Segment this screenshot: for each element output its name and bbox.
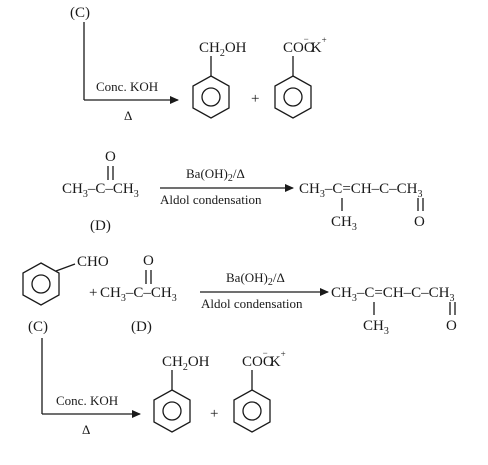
- coo-text: COO: [283, 40, 315, 56]
- c-ch-text: –C–CH: [87, 181, 134, 197]
- svg-text:CH2OH: CH2OH: [162, 354, 210, 373]
- benzyl-alcohol: CH2OH: [192, 40, 247, 119]
- reagent-aldol: Aldol condensation: [160, 192, 262, 207]
- reagent-conc-koh: Conc. KOH: [56, 393, 118, 408]
- ch3-subscript: 3: [121, 293, 126, 304]
- label-d: (D): [90, 218, 111, 234]
- c-ch-text: –C–CH: [125, 285, 172, 301]
- carbonyl-oxygen: O: [143, 253, 154, 269]
- plus-sign: +: [251, 91, 259, 107]
- plus-sign: +: [89, 285, 97, 301]
- carbonyl-oxygen: O: [414, 214, 425, 230]
- reagent-heat: Δ: [124, 108, 132, 123]
- chain-text: –C=CH–C–CH: [356, 285, 450, 301]
- branch-ch3-text: CH: [331, 214, 352, 230]
- ch3-text: CH: [299, 181, 320, 197]
- ch3-subscript: 3: [320, 189, 325, 200]
- svg-text:CH3: CH3: [363, 318, 389, 337]
- benzene-ring: [233, 389, 271, 433]
- svg-text:CH3: CH3: [331, 214, 357, 233]
- ba-oh-text: Ba(OH): [226, 270, 268, 285]
- cho-text: CHO: [77, 254, 109, 270]
- svg-text:COO−K+: COO−K+: [242, 348, 286, 370]
- branch-ch3-subscript: 3: [352, 222, 357, 233]
- aromatic-circle: [162, 401, 182, 421]
- aromatic-circle: [31, 274, 51, 294]
- benzene-ring: [153, 389, 191, 433]
- aldol-product-mesityl-oxide: CH3–C=CH–C–CH3 CH3 O: [299, 181, 425, 233]
- ch3-text: CH: [100, 285, 121, 301]
- ch3-subscript: 3: [83, 189, 88, 200]
- aromatic-circle: [201, 87, 221, 107]
- acetone: O CH3–C–CH3: [100, 253, 177, 304]
- ch3-subscript-right: 3: [450, 293, 455, 304]
- charge-minus: −: [304, 34, 309, 44]
- label-d: (D): [131, 319, 152, 335]
- acetone: O CH3–C–CH3: [62, 149, 139, 200]
- bond-ring-cho: [55, 263, 76, 272]
- ch3-text: CH: [331, 285, 352, 301]
- svg-text:CH2OH: CH2OH: [199, 40, 247, 59]
- ch2-subscript: 2: [183, 362, 188, 373]
- branch-ch3-text: CH: [363, 318, 384, 334]
- aldol-reaction-acetone: O CH3–C–CH3 (D) Ba(OH)2/Δ Aldol condensa…: [62, 149, 425, 234]
- reagent-heat: Δ: [82, 422, 90, 437]
- svg-text:CH3–C=CH–C–CH3: CH3–C=CH–C–CH3: [299, 181, 423, 200]
- reagent-conc-koh: Conc. KOH: [96, 79, 158, 94]
- ba-oh-subscript: 2: [228, 173, 233, 184]
- ch3-subscript-right: 3: [134, 189, 139, 200]
- ch3-subscript-right: 3: [172, 293, 177, 304]
- carbonyl-oxygen: O: [105, 149, 116, 165]
- plus-sign: +: [210, 406, 218, 422]
- svg-text:CH3–C–CH3: CH3–C–CH3: [100, 285, 177, 304]
- ba-oh-tail: /Δ: [273, 270, 285, 285]
- reagent-aldol: Aldol condensation: [201, 296, 303, 311]
- aromatic-circle: [283, 87, 303, 107]
- benzaldehyde: CHO: [22, 254, 109, 306]
- chain-text: –C=CH–C–CH: [324, 181, 418, 197]
- k-text: K: [270, 354, 281, 370]
- svg-text:CH3–C=CH–C–CH3: CH3–C=CH–C–CH3: [331, 285, 455, 304]
- branch-ch3-subscript: 3: [384, 326, 389, 337]
- label-c-middle: (C): [28, 319, 48, 335]
- aromatic-circle: [242, 401, 262, 421]
- ba-oh-subscript: 2: [268, 277, 273, 288]
- benzyl-alcohol: CH2OH: [153, 354, 210, 433]
- potassium-benzoate: COO−K+: [233, 348, 286, 433]
- coo-text: COO: [242, 354, 274, 370]
- svg-text:COO−K+: COO−K+: [283, 34, 327, 56]
- ch3-text: CH: [62, 181, 83, 197]
- ch3-subscript-right: 3: [418, 189, 423, 200]
- svg-text:Ba(OH)2/Δ: Ba(OH)2/Δ: [186, 166, 245, 184]
- k-text: K: [311, 40, 322, 56]
- ch3-subscript: 3: [352, 293, 357, 304]
- oh-text: OH: [188, 354, 210, 370]
- ba-oh-tail: /Δ: [233, 166, 245, 181]
- benzene-ring: [192, 75, 230, 119]
- cannizzaro-reaction-bottom: Conc. KOH Δ CH2OH + COO−K+: [41, 338, 286, 437]
- cannizzaro-reaction-top: (C) Conc. KOH Δ CH2OH + COO−K+: [70, 5, 327, 123]
- carbonyl-oxygen: O: [446, 318, 457, 334]
- charge-minus: −: [263, 348, 268, 358]
- label-c-top: (C): [70, 5, 90, 21]
- ch2-text: CH: [162, 354, 183, 370]
- svg-text:Ba(OH)2/Δ: Ba(OH)2/Δ: [226, 270, 285, 288]
- aldol-product-mesityl-oxide: CH3–C=CH–C–CH3 CH3 O: [331, 285, 457, 337]
- benzene-ring: [22, 262, 60, 306]
- ba-oh-text: Ba(OH): [186, 166, 228, 181]
- ch2-text: CH: [199, 40, 220, 56]
- svg-text:CH3–C–CH3: CH3–C–CH3: [62, 181, 139, 200]
- charge-plus: +: [281, 349, 286, 359]
- cross-aldol-reaction: CHO (C) + O CH3–C–CH3 (D) Ba(OH)2/Δ Aldo…: [22, 253, 457, 337]
- ch2-subscript: 2: [220, 48, 225, 59]
- benzene-ring: [274, 75, 312, 119]
- charge-plus: +: [322, 35, 327, 45]
- potassium-benzoate: COO−K+: [274, 34, 327, 119]
- oh-text: OH: [225, 40, 247, 56]
